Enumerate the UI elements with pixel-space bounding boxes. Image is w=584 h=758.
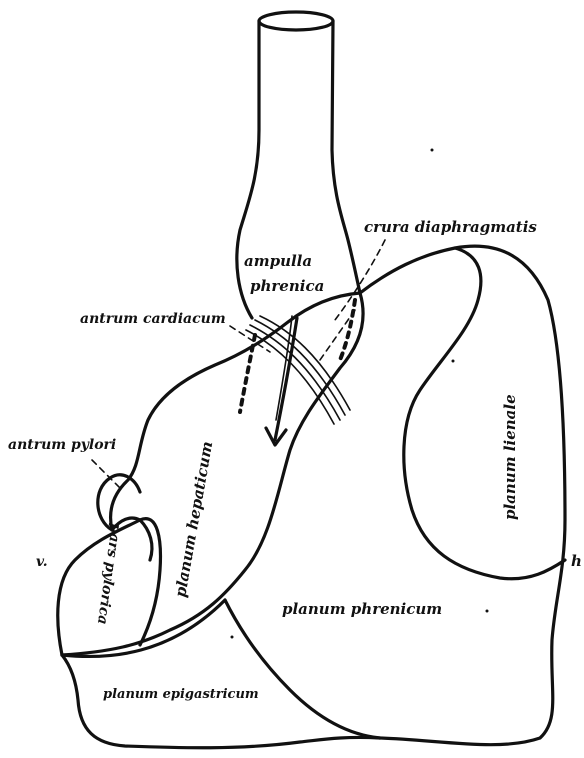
label-planum-lienale: planum lienale — [501, 394, 519, 520]
label-pars-pylorica: pars pylorica — [94, 522, 124, 625]
planum-lienale-outline — [404, 248, 565, 579]
label-planum-phrenicum: planum phrenicum — [282, 600, 442, 618]
label-ampulla: ampulla — [244, 252, 312, 270]
label-planum-hepaticum: planum hepaticum — [171, 440, 216, 599]
speck-2 — [452, 360, 455, 363]
label-crura-diaphragmatis: crura diaphragmatis — [364, 218, 537, 236]
esophagus-left-wall — [237, 21, 259, 318]
speck-4 — [231, 636, 234, 639]
esophagus-right-wall — [332, 21, 360, 293]
label-v: v. — [36, 554, 48, 570]
planum-phrenicum-divider — [225, 600, 380, 738]
label-h: h — [571, 552, 582, 570]
food-path-arrow-shaft — [275, 318, 297, 440]
speck-3 — [486, 610, 489, 613]
label-phrenica: phrenica — [250, 277, 324, 295]
pars-pylorica-inner — [140, 520, 152, 560]
crura-line-2 — [255, 320, 345, 415]
label-antrum-cardiacum: antrum cardiacum — [80, 311, 226, 327]
speck-1 — [431, 149, 434, 152]
esophagus-inner-left-dashed — [240, 335, 255, 412]
planum-epigastricum-divider — [62, 600, 225, 656]
label-antrum-pylori: antrum pylori — [8, 437, 116, 453]
label-planum-epigastricum: planum epigastricum — [103, 687, 259, 702]
esophagus-opening — [259, 12, 333, 30]
